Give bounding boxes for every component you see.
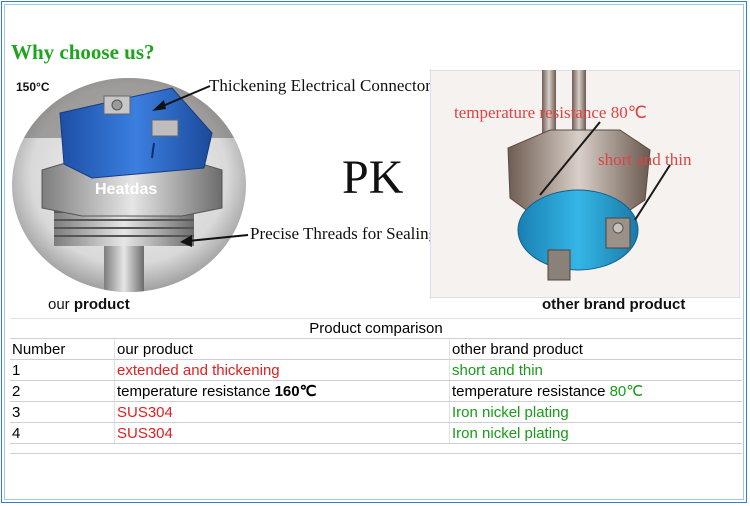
- inner-frame: [4, 4, 744, 500]
- page-heading: Why choose us?: [11, 40, 155, 64]
- header-our-product: our product: [114, 338, 450, 360]
- table-row: 1 extended and thickening short and thin: [10, 359, 742, 381]
- comparison-table: Product comparison Number our product ot…: [10, 318, 742, 444]
- our-caption-prefix: our: [48, 296, 70, 313]
- row-our-value: extended and thickening: [114, 359, 450, 381]
- row-other-value: Iron nickel plating: [449, 422, 742, 444]
- table-row: 3 SUS304 Iron nickel plating: [10, 401, 742, 423]
- connector-arrow: [152, 85, 211, 111]
- table-row: 4 SUS304 Iron nickel plating: [10, 422, 742, 444]
- other-size-overlay: short and thin: [598, 150, 692, 169]
- pk-versus-label: PK: [342, 151, 404, 204]
- connector-callout: Thickening Electrical Connector for Safe…: [209, 76, 494, 95]
- row-other-value: temperature resistance 80℃: [449, 380, 742, 402]
- row-number: 4: [10, 422, 115, 444]
- our-caption-bold: product: [73, 296, 130, 313]
- other-brand-photo: [430, 70, 740, 298]
- row-other-temp: 80℃: [609, 383, 644, 400]
- other-brand-caption: other brand product: [542, 296, 686, 313]
- our-product-caption: our product: [48, 296, 130, 313]
- other-temp-overlay: temperature resistance 80℃: [454, 103, 647, 122]
- brand-logo-text: Heatdas: [95, 181, 158, 198]
- table-header-row: Number our product other brand product: [10, 338, 742, 360]
- row-our-value: SUS304: [114, 401, 450, 423]
- row-other-value: short and thin: [449, 359, 742, 381]
- row-number: 2: [10, 380, 115, 402]
- row-number: 3: [10, 401, 115, 423]
- table-title-row: Product comparison: [10, 318, 742, 339]
- header-number: Number: [10, 338, 115, 360]
- table-row: 2 temperature resistance 160℃ temperatur…: [10, 380, 742, 402]
- row-our-value: SUS304: [114, 422, 450, 444]
- header-other-brand: other brand product: [449, 338, 742, 360]
- row-other-prefix: temperature resistance: [452, 383, 610, 400]
- threads-arrow: [180, 234, 249, 247]
- temp-150-label: 150°C: [16, 80, 50, 94]
- row-our-temp: 160℃: [274, 383, 317, 400]
- our-product-photo: [12, 78, 246, 292]
- threads-callout: Precise Threads for Sealing.: [250, 224, 442, 243]
- row-number: 1: [10, 359, 115, 381]
- row-our-value: temperature resistance 160℃: [114, 380, 450, 402]
- row-our-prefix: temperature resistance: [117, 383, 275, 400]
- table-title: Product comparison: [10, 318, 742, 339]
- row-other-value: Iron nickel plating: [449, 401, 742, 423]
